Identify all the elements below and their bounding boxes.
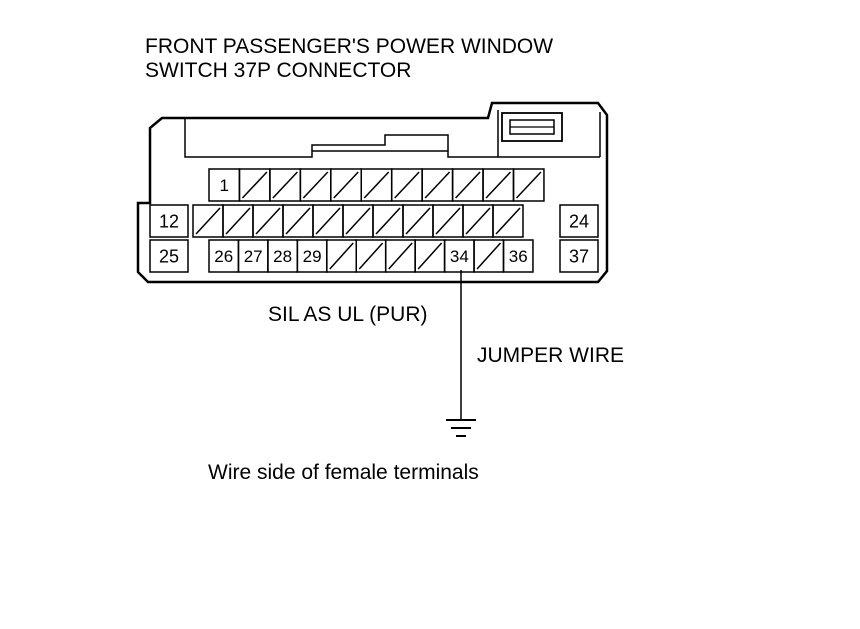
pin-label: 29 bbox=[303, 247, 322, 266]
jumper-wire-drawing bbox=[446, 270, 476, 437]
unused-pin-slash bbox=[485, 171, 512, 199]
unused-pin-slash bbox=[272, 171, 298, 199]
pin-grid: 1 12 24 25 37 26 27 28 29 34 36 bbox=[149, 168, 599, 273]
pin-label: 12 bbox=[159, 211, 179, 231]
pin-label: 26 bbox=[214, 247, 233, 266]
unused-pin-slash bbox=[225, 207, 251, 235]
connector-latch bbox=[184, 110, 601, 158]
pin-label: 24 bbox=[569, 211, 589, 231]
jumper-wire-label: JUMPER WIRE bbox=[477, 344, 624, 367]
unused-pin-slash bbox=[455, 171, 481, 199]
footer-note: Wire side of female terminals bbox=[208, 461, 479, 484]
unused-pin-slash bbox=[195, 207, 221, 235]
connector-housing bbox=[136, 101, 609, 284]
pin-label: 25 bbox=[159, 246, 179, 266]
unused-pin-slash bbox=[329, 242, 354, 270]
unused-pin-slash bbox=[241, 171, 268, 199]
pin-label: 1 bbox=[219, 176, 228, 195]
unused-pin-slash bbox=[285, 207, 311, 235]
connector-pin bbox=[492, 204, 524, 238]
unused-pin-slash bbox=[375, 207, 401, 235]
diagram-title-line1: FRONT PASSENGER'S POWER WINDOW bbox=[145, 35, 554, 58]
pin-label: 37 bbox=[569, 246, 589, 266]
unused-pin-slash bbox=[333, 171, 359, 199]
pin-label: 34 bbox=[450, 247, 469, 266]
unused-pin-slash bbox=[388, 242, 413, 270]
unused-pin-slash bbox=[417, 242, 443, 270]
unused-pin-slash bbox=[435, 207, 461, 235]
unused-pin-slash bbox=[302, 171, 329, 199]
pin-label: 27 bbox=[244, 247, 263, 266]
unused-pin-slash bbox=[515, 171, 542, 199]
unused-pin-slash bbox=[345, 207, 371, 235]
unused-pin-slash bbox=[358, 242, 384, 270]
unused-pin-slash bbox=[465, 207, 491, 235]
unused-pin-slash bbox=[476, 242, 502, 270]
ground-icon bbox=[446, 419, 476, 437]
unused-pin-slash bbox=[315, 207, 341, 235]
connector-pin bbox=[512, 168, 545, 202]
pin-label: 36 bbox=[509, 247, 528, 266]
connector-pin bbox=[149, 239, 189, 273]
connector-pin bbox=[502, 239, 534, 273]
unused-pin-slash bbox=[495, 207, 521, 235]
connector-pin bbox=[559, 239, 599, 273]
unused-pin-slash bbox=[394, 171, 420, 199]
wire-color-label: SIL AS UL (PUR) bbox=[268, 303, 428, 326]
unused-pin-slash bbox=[363, 171, 390, 199]
unused-pin-slash bbox=[255, 207, 281, 235]
diagram-title-line2: SWITCH 37P CONNECTOR bbox=[145, 59, 412, 82]
unused-pin-slash bbox=[405, 207, 431, 235]
connector-pin bbox=[149, 204, 189, 238]
unused-pin-slash bbox=[424, 171, 451, 199]
connector-pin bbox=[559, 204, 599, 238]
pin-label: 28 bbox=[273, 247, 292, 266]
